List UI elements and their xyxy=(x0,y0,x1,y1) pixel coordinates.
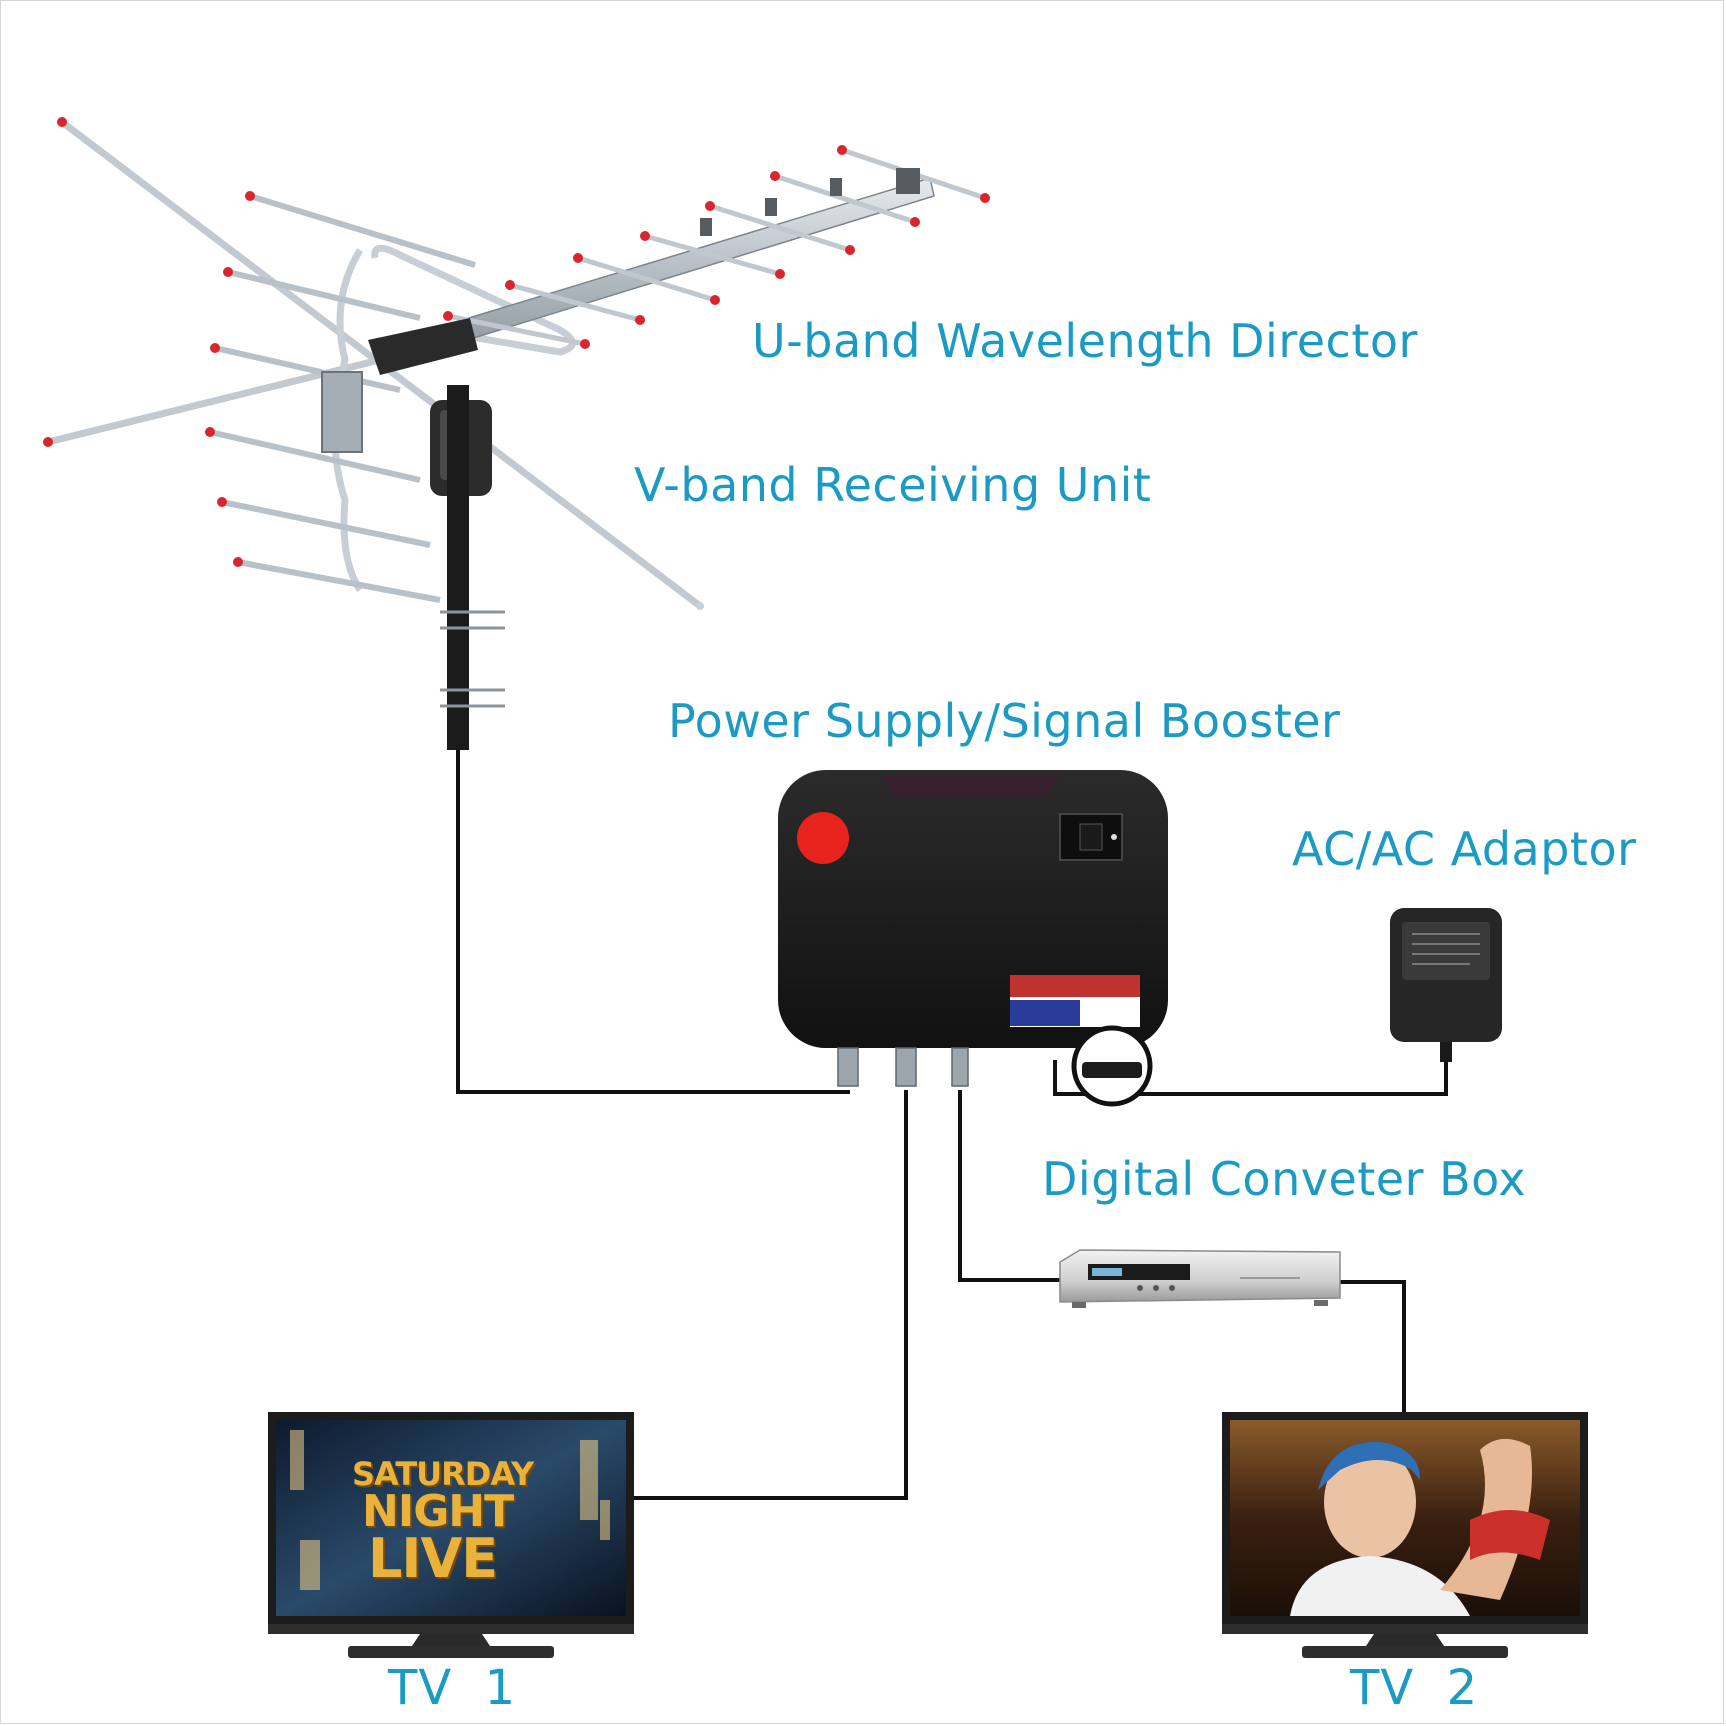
tv1-screen-line2: NIGHT xyxy=(362,1486,514,1537)
tv2-label: TV 2 xyxy=(1350,1660,1479,1716)
tv1-screen-line1: SATURDAY xyxy=(352,1455,534,1493)
tv-1-icon xyxy=(268,1412,634,1658)
antenna-icon xyxy=(43,117,990,750)
v-band-label: V-band Receiving Unit xyxy=(634,458,1152,512)
tv1-label: TV 1 xyxy=(388,1660,517,1716)
tv-2-icon xyxy=(1222,1412,1588,1658)
u-band-label: U-band Wavelength Director xyxy=(752,314,1418,368)
power-supply-label: Power Supply/Signal Booster xyxy=(668,694,1341,748)
tv1-screen-line3: LIVE xyxy=(368,1527,498,1590)
ac-adaptor-icon xyxy=(1390,908,1502,1062)
booster-device-icon xyxy=(778,770,1168,1107)
converter-box-icon xyxy=(1059,1249,1341,1308)
adaptor-label: AC/AC Adaptor xyxy=(1292,822,1637,876)
cable-lines xyxy=(456,750,1448,1500)
converter-label: Digital Conveter Box xyxy=(1042,1152,1527,1206)
